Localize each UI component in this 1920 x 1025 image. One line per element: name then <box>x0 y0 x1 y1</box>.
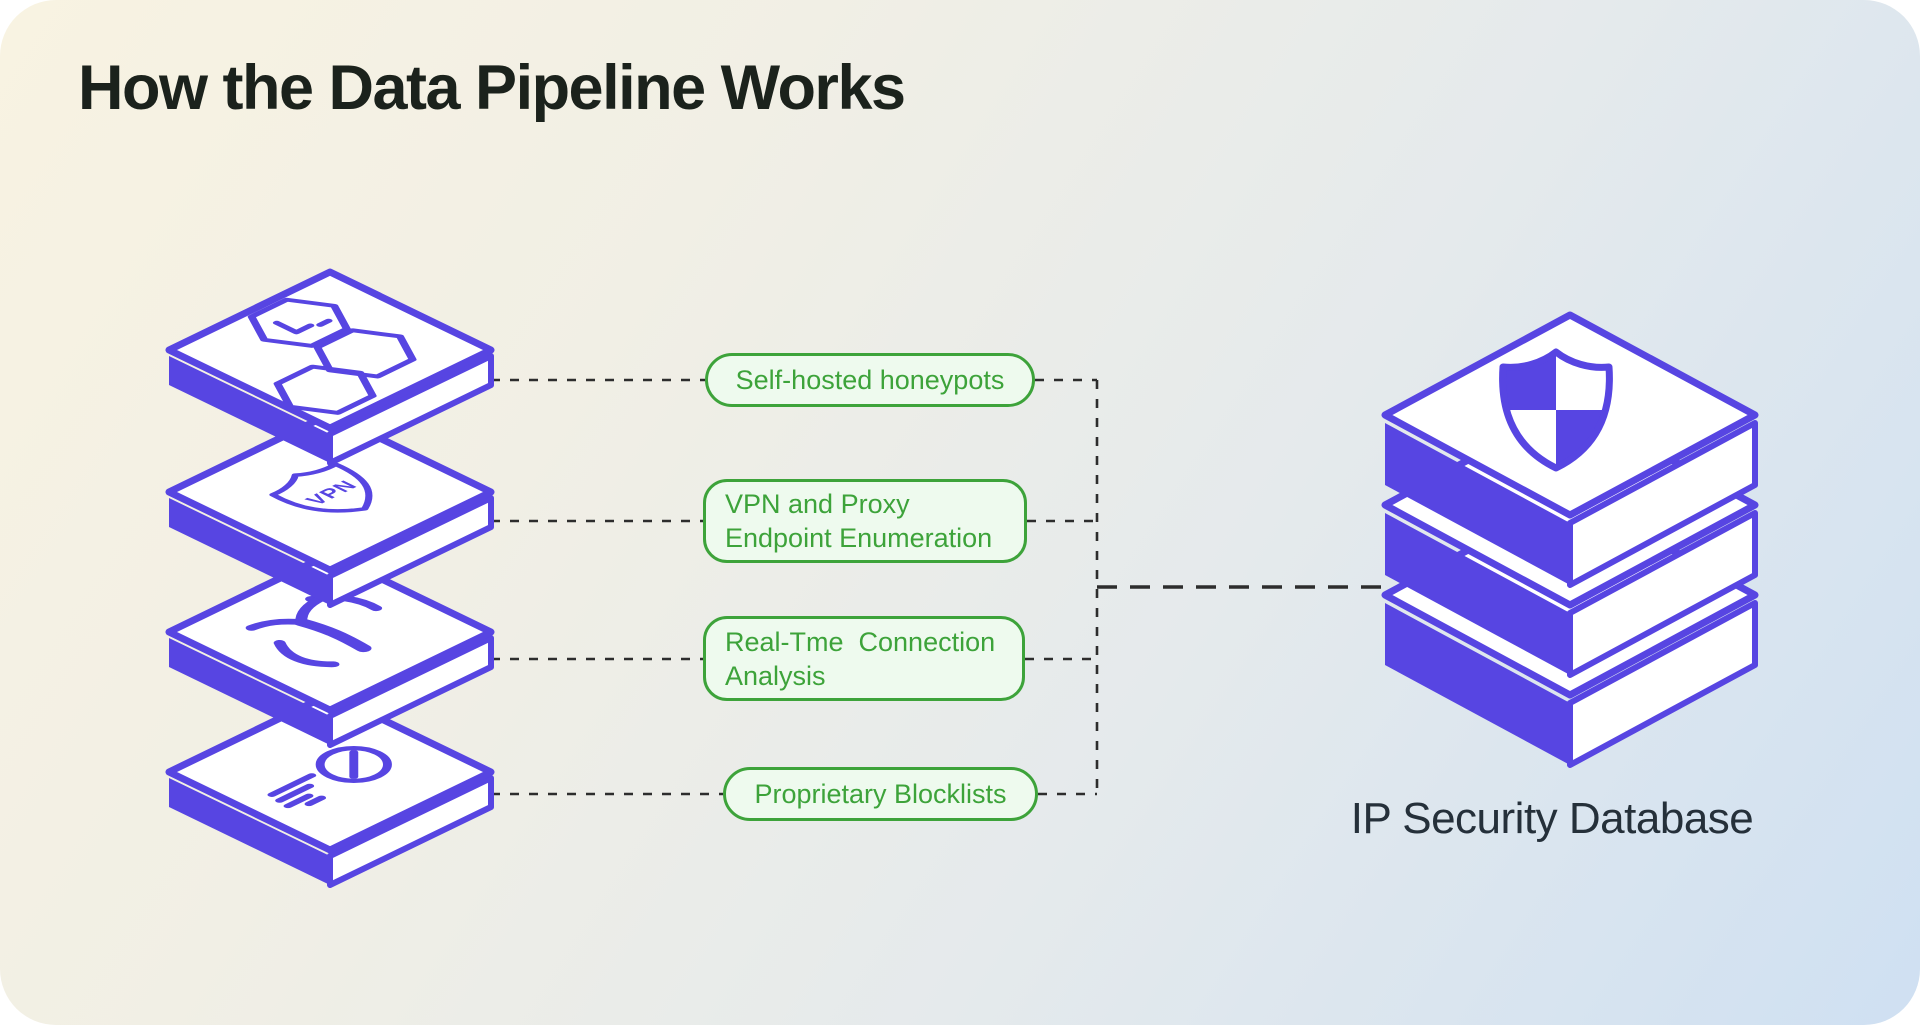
stack-layer-honeypots <box>165 268 495 466</box>
stack-layer-vpn: VPN <box>165 410 495 608</box>
honeycomb-icon <box>247 297 417 415</box>
checkered-shield-icon <box>1499 348 1613 472</box>
stack-layer-blocklists <box>165 690 495 888</box>
database-label: IP Security Database <box>1350 794 1754 843</box>
connector-lines <box>491 378 1393 796</box>
source-label-honeypots: Self-hosted honeypots <box>705 353 1035 407</box>
page-title: How the Data Pipeline Works <box>78 53 906 123</box>
source-label-blocklists: Proprietary Blocklists <box>723 767 1038 821</box>
blocklist-icon <box>267 746 392 809</box>
database-stack <box>1381 311 1759 768</box>
source-label-vpn-proxy: VPN and Proxy Endpoint Enumeration <box>703 479 1027 563</box>
source-stack: VPN <box>165 268 495 888</box>
source-label-realtime-analysis: Real-Tme Connection Analysis <box>703 616 1025 701</box>
